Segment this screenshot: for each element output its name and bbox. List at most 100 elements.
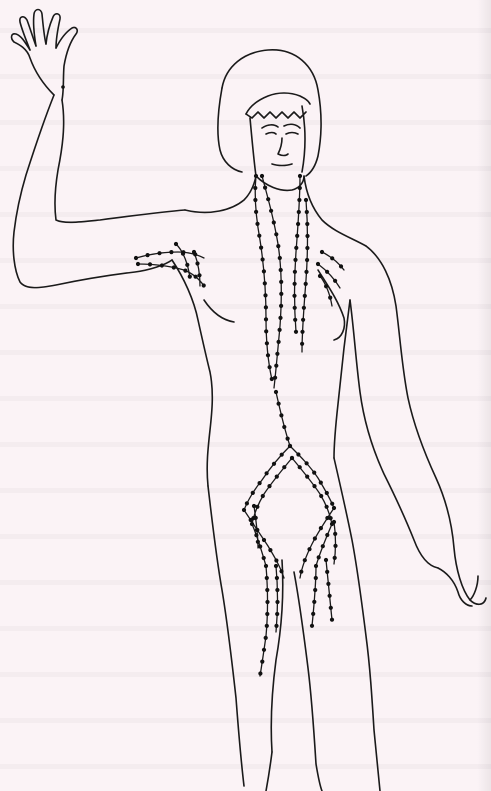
lymph-node-dot [157, 251, 161, 255]
lymph-node-dot [265, 624, 269, 628]
lymph-node-dot [313, 588, 317, 592]
lymph-node-dot [305, 461, 309, 465]
lymph-node-dot [312, 600, 316, 604]
lymph-node-dot [333, 556, 337, 560]
lymph-node-dot [263, 281, 267, 285]
lymph-node-dot [275, 475, 279, 479]
lymph-node-dot [253, 198, 257, 202]
lymph-node-dot [280, 453, 284, 457]
lymph-node-dot [316, 262, 320, 266]
lymph-node-dot [254, 174, 258, 178]
lymph-node-dot [274, 364, 278, 368]
lymph-node-dot [276, 244, 280, 248]
lymph-node-dot [258, 671, 262, 675]
lymph-node-dot [305, 475, 309, 479]
lymph-node-dot [325, 491, 329, 495]
lymph-node-dot [277, 340, 281, 344]
lymph-node-dot [293, 270, 297, 274]
lymph-nodes [134, 174, 343, 676]
lymph-node-dot [261, 257, 265, 261]
lymph-node-dot [279, 304, 283, 308]
lymph-node-dot [250, 522, 254, 526]
lymph-node-dot [297, 210, 301, 214]
lymph-node-dot [301, 318, 305, 322]
lymph-node-dot [172, 265, 176, 269]
lymph-node-dot [194, 275, 198, 279]
lymph-node-dot [274, 564, 278, 568]
lymph-node-dot [296, 222, 300, 226]
lymph-node-dot [251, 491, 255, 495]
lymph-node-dot [330, 502, 334, 506]
lymph-node-dot [290, 456, 294, 460]
lymph-node-dot [319, 526, 323, 530]
lowered-arm [350, 246, 486, 606]
lymph-node-dot [298, 186, 302, 190]
lymph-node-dot [183, 269, 187, 273]
lymph-node-dot [305, 222, 309, 226]
lymph-node-dot [329, 606, 333, 610]
lymph-node-dot [160, 263, 164, 267]
lymph-node-dot [261, 494, 265, 498]
lymph-node-dot [264, 305, 268, 309]
lymph-node-dot [320, 250, 324, 254]
lymph-node-dot [181, 252, 185, 256]
lymph-node-dot [333, 532, 337, 536]
lymph-node-dot [185, 263, 189, 267]
lymph-node-dot [303, 294, 307, 298]
lymph-node-dot [321, 544, 325, 548]
lymph-node-dot [282, 465, 286, 469]
lymph-node-dot [304, 282, 308, 286]
lymph-node-dot [297, 198, 301, 202]
lymph-node-dot [263, 186, 267, 190]
lymph-node-dot [324, 284, 328, 288]
lymph-node-dot [260, 660, 264, 664]
lymph-node-dot [272, 462, 276, 466]
lymph-node-dot [333, 544, 337, 548]
lymph-node-dot [195, 261, 199, 265]
lymph-node-dot [258, 544, 262, 548]
lymph-node-dot [174, 242, 178, 246]
lymph-node-dot [312, 471, 316, 475]
lymph-node-dot [293, 282, 297, 286]
lymph-node-dot [148, 262, 152, 266]
lymph-node-dot [192, 250, 196, 254]
lymph-node-dot [326, 582, 330, 586]
lymph-node-dot [302, 306, 306, 310]
lymph-node-dot [268, 548, 272, 552]
lymph-node-dot [307, 547, 311, 551]
lymph-node-dot [292, 294, 296, 298]
lymph-node-dot [305, 258, 309, 262]
lymph-node-dot [294, 330, 298, 334]
lymph-node-dot [339, 264, 343, 268]
lymph-node-dot [146, 253, 150, 257]
lymph-node-dot [265, 600, 269, 604]
lymph-node-dot [314, 564, 318, 568]
lymph-node-dot [332, 506, 336, 510]
lymph-node-dot [298, 465, 302, 469]
lymph-node-dot [254, 210, 258, 214]
lymph-node-dot [279, 280, 283, 284]
lymph-node-dot [265, 588, 269, 592]
lymph-node-dot [279, 413, 283, 417]
lymph-node-dot [265, 341, 269, 345]
lymph-node-dot [262, 556, 266, 560]
lymph-node-dot [277, 402, 281, 406]
lymph-node-dot [294, 246, 298, 250]
lymph-node-dot [264, 636, 268, 640]
lymph-node-dot [242, 508, 246, 512]
lymph-node-dot [300, 330, 304, 334]
lymph-node-dot [314, 576, 318, 580]
lymph-node-dot [305, 234, 309, 238]
lymph-node-dot [245, 501, 249, 505]
lymph-node-dot [312, 484, 316, 488]
lymph-node-dot [274, 624, 278, 628]
lymph-node-dot [272, 220, 276, 224]
lymph-node-dot [300, 342, 304, 346]
lymph-node-dot [311, 612, 315, 616]
lymph-node-dot [265, 471, 269, 475]
lymph-node-dot [264, 329, 268, 333]
lymph-node-dot [332, 520, 336, 524]
lymph-node-dot [260, 174, 264, 178]
lymph-node-dot [313, 536, 317, 540]
